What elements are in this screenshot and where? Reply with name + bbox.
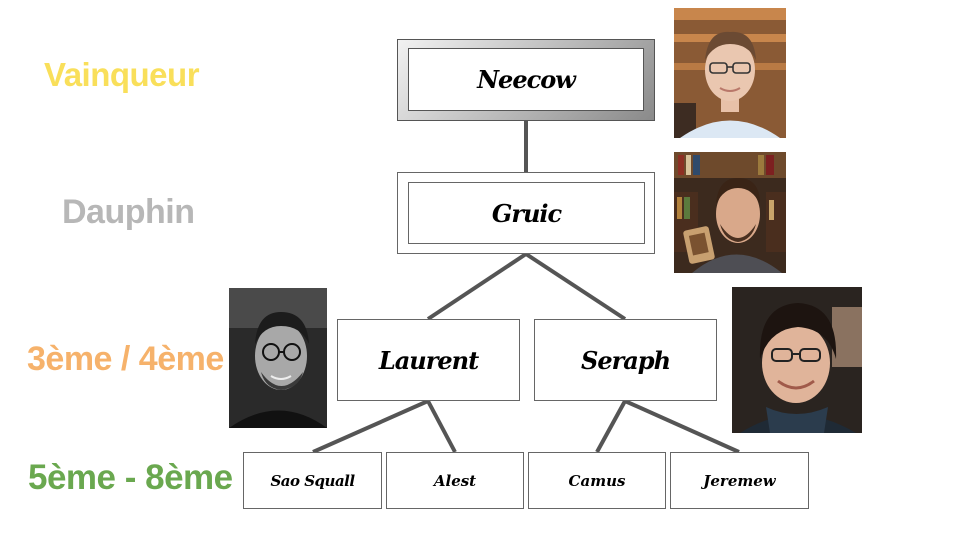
- rank-winner-label: Vainqueur: [44, 56, 200, 93]
- photo-seraph: [732, 287, 862, 433]
- connector-semi-left: [426, 252, 528, 321]
- photo-gruic: [674, 152, 786, 273]
- photo-laurent: [229, 288, 327, 428]
- quarter-box-2: Alest: [386, 452, 524, 509]
- photo-neecow: [674, 8, 786, 138]
- connector-semi-right: [524, 252, 627, 321]
- rank-third-fourth-label: 3ème / 4ème: [27, 340, 224, 378]
- quarter-box-4: Jeremew: [670, 452, 809, 509]
- connector-quarter-3: [595, 400, 627, 453]
- runner-up-box: Gruic: [408, 182, 645, 244]
- quarter-box-1: Sao Squall: [243, 452, 382, 509]
- connector-quarter-2: [426, 400, 457, 453]
- connector-quarter-1: [312, 399, 429, 454]
- semi-box-right: Seraph: [534, 319, 717, 401]
- rank-runner-up-label: Dauphin: [62, 193, 195, 231]
- winner-box: Neecow: [408, 48, 644, 111]
- rank-fifth-eighth-label: 5ème - 8ème: [28, 458, 233, 497]
- quarter-box-3: Camus: [528, 452, 666, 509]
- connector-quarter-4: [624, 399, 740, 454]
- semi-box-left: Laurent: [337, 319, 520, 401]
